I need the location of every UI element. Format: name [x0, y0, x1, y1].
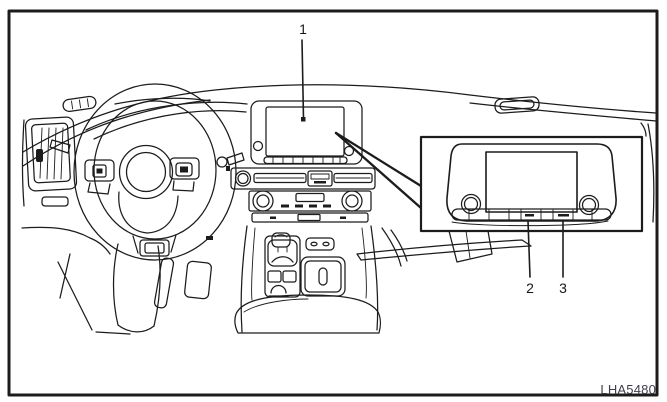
usb-port-left: [310, 241, 318, 247]
screen-knob-left: [252, 140, 264, 152]
callout-1-leader: [301, 39, 305, 120]
callout-3-label: 3: [559, 280, 567, 296]
callout-leader-lines: [301, 39, 564, 278]
shifter-plate: [264, 235, 301, 298]
left-spoke-buttons: [84, 159, 115, 195]
audio-button-row: [451, 208, 612, 221]
inset-magnified-audio-unit: [419, 135, 644, 233]
usb-panel: [305, 237, 335, 251]
menu-button-mark: [525, 214, 534, 217]
center-console: [234, 225, 408, 334]
right-spoke-buttons: [169, 157, 200, 192]
callout-2-leader: [527, 220, 531, 278]
instrument-cluster-hood: [85, 97, 248, 140]
passenger-dash-trim: [356, 230, 532, 263]
defroster-vent: [62, 95, 97, 113]
accelerator-pedal: [153, 257, 175, 309]
shift-knob: [271, 232, 291, 248]
screen-knob-right: [343, 145, 355, 157]
left-stalk: [49, 139, 71, 154]
audio-knob-right: [578, 194, 600, 216]
cupholder: [300, 256, 346, 297]
center-vent-volume-strip: [230, 167, 376, 190]
figure-code: LHA5480: [600, 382, 656, 397]
left-air-vent: [21, 116, 111, 255]
audio-bezel: [446, 143, 617, 222]
callout-2-label: 2: [526, 280, 534, 296]
callout-1-label: 1: [299, 21, 307, 37]
speaker-grille: [494, 96, 540, 114]
shifter-boot: [267, 239, 298, 267]
center-touchscreen: [216, 100, 363, 171]
console-switch-left: [267, 270, 282, 283]
audio-screen: [485, 151, 578, 213]
audio-knob-left: [460, 193, 482, 215]
right-stalk: [226, 152, 245, 166]
callout-1-dot: [301, 117, 306, 122]
camera-button-mark: [558, 214, 569, 217]
steering-wheel: [49, 83, 245, 261]
console-switch-right: [282, 270, 297, 283]
screen-button-row: [263, 156, 348, 165]
armrest: [234, 294, 381, 334]
touchscreen-screen: [265, 106, 345, 157]
volume-knob: [234, 170, 252, 187]
usb-port-right: [322, 241, 330, 247]
start-button: [216, 156, 228, 168]
magnifier-wedge: [334, 131, 423, 210]
climate-display: [295, 192, 325, 203]
steering-column-and-pedals: [57, 236, 213, 335]
brake-pedal: [184, 260, 212, 300]
climate-knob-left: [252, 190, 274, 212]
climate-knob-right: [341, 190, 363, 212]
figure-frame: [7, 9, 659, 397]
bottom-spoke: [132, 234, 177, 257]
climate-controls: [248, 190, 372, 223]
